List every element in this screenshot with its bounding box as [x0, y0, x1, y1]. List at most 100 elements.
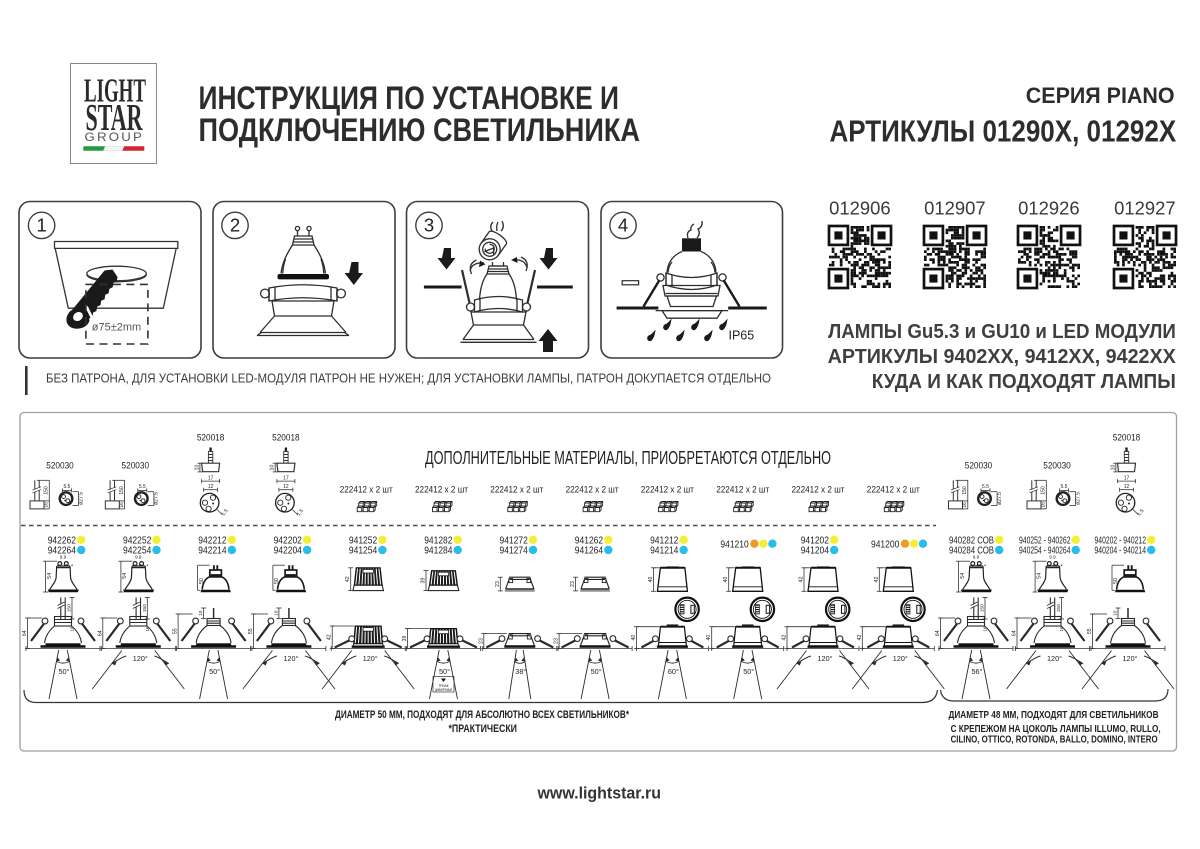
svg-text:10: 10	[194, 465, 200, 471]
svg-text:23: 23	[554, 638, 560, 644]
svg-text:42: 42	[327, 634, 333, 640]
svg-text:ДИММИРУЕМЫЙ: ДИММИРУЕМЫЙ	[435, 688, 452, 692]
svg-text:42: 42	[345, 576, 351, 582]
svg-text:ИНСТРУКЦИЯ ПО УСТАНОВКЕ И: ИНСТРУКЦИЯ ПО УСТАНОВКЕ И	[199, 80, 620, 116]
svg-text:120°: 120°	[1123, 654, 1138, 663]
svg-text:42: 42	[799, 577, 805, 583]
svg-text:ø27.5: ø27.5	[78, 492, 84, 505]
svg-text:54: 54	[960, 573, 966, 579]
svg-text:КУДА И КАК ПОДХОДЯТ ЛАМПЫ: КУДА И КАК ПОДХОДЯТ ЛАМПЫ	[872, 370, 1176, 393]
svg-text:17: 17	[283, 476, 289, 482]
svg-text:23: 23	[495, 581, 501, 587]
svg-text:222412 x 2 шт: 222412 x 2 шт	[415, 484, 469, 495]
svg-text:IP65: IP65	[729, 329, 755, 343]
svg-text:LIGHT: LIGHT	[84, 73, 146, 110]
svg-text:9.9: 9.9	[973, 555, 980, 560]
svg-text:942254: 942254	[123, 545, 151, 557]
svg-text:222412 x 2 шт: 222412 x 2 шт	[490, 484, 544, 495]
svg-text:10: 10	[1113, 610, 1119, 616]
svg-text:012926: 012926	[1018, 199, 1079, 219]
svg-text:ЛАМПЫ Gu5.3 и GU10 и LED МОДУЛ: ЛАМПЫ Gu5.3 и GU10 и LED МОДУЛИ	[828, 320, 1176, 343]
svg-text:38°: 38°	[515, 667, 526, 676]
svg-text:941210: 941210	[720, 538, 748, 550]
svg-text:*ПРАКТИЧЕСКИ: *ПРАКТИЧЕСКИ	[449, 723, 518, 735]
svg-text:ТРИАК: ТРИАК	[439, 684, 450, 688]
svg-text:64: 64	[1012, 630, 1018, 636]
svg-text:55: 55	[248, 628, 254, 634]
svg-text:150: 150	[67, 604, 73, 612]
svg-text:АРТИКУЛЫ 01290X, 01292X: АРТИКУЛЫ 01290X, 01292X	[830, 114, 1177, 149]
svg-text:54: 54	[1036, 573, 1042, 579]
svg-text:ДОПОЛНИТЕЛЬНЫЕ МАТЕРИАЛЫ, ПРИО: ДОПОЛНИТЕЛЬНЫЕ МАТЕРИАЛЫ, ПРИОБРЕТАЮТСЯ …	[425, 447, 831, 468]
svg-text:9.9: 9.9	[1049, 555, 1056, 560]
svg-text:16: 16	[983, 626, 989, 632]
svg-text:520018: 520018	[1113, 433, 1141, 444]
svg-text:10: 10	[270, 465, 276, 471]
svg-text:120°: 120°	[363, 654, 378, 663]
svg-text:222412 x 2 шт: 222412 x 2 шт	[792, 484, 846, 495]
svg-text:БЕЗ ПАТРОНА, ДЛЯ УСТАНОВКИ LED: БЕЗ ПАТРОНА, ДЛЯ УСТАНОВКИ LED-МОДУЛЯ ПА…	[46, 372, 771, 386]
svg-text:941282: 941282	[424, 534, 452, 546]
svg-text:1.5: 1.5	[296, 508, 305, 517]
svg-text:23: 23	[570, 581, 576, 587]
svg-text:941202: 941202	[801, 534, 829, 546]
svg-text:1.5: 1.5	[221, 508, 230, 517]
svg-text:12: 12	[283, 484, 289, 490]
svg-text:940202 - 940212: 940202 - 940212	[1095, 534, 1147, 546]
svg-text:16: 16	[44, 502, 50, 508]
svg-text:520018: 520018	[197, 433, 225, 444]
svg-text:520030: 520030	[46, 461, 74, 472]
svg-text:222412 x 2 шт: 222412 x 2 шт	[716, 484, 770, 495]
svg-text:16: 16	[70, 626, 76, 632]
svg-text:941254: 941254	[349, 545, 377, 557]
svg-text:120°: 120°	[133, 654, 148, 663]
svg-text:941284: 941284	[424, 545, 452, 557]
svg-text:222412 x 2 шт: 222412 x 2 шт	[641, 484, 695, 495]
svg-text:1.5: 1.5	[1136, 508, 1145, 517]
svg-text:ДИАМЕТР 48 ММ, ПОДХОДЯТ ДЛЯ СВ: ДИАМЕТР 48 ММ, ПОДХОДЯТ ДЛЯ СВЕТИЛЬНИКОВ	[949, 709, 1159, 721]
svg-text:520030: 520030	[122, 461, 150, 472]
svg-text:5.5: 5.5	[139, 484, 146, 490]
svg-text:54: 54	[122, 573, 128, 579]
svg-text:23: 23	[478, 638, 484, 644]
svg-text:941252: 941252	[349, 534, 377, 546]
svg-text:ø27.5: ø27.5	[154, 492, 160, 505]
svg-text:150: 150	[44, 486, 50, 495]
svg-text:5.5: 5.5	[982, 484, 989, 490]
svg-text:940282 СОВ: 940282 СОВ	[949, 534, 994, 546]
svg-text:941262: 941262	[575, 534, 603, 546]
svg-text:10: 10	[273, 610, 279, 616]
svg-text:СЕРИЯ PIANO: СЕРИЯ PIANO	[1026, 83, 1175, 108]
svg-text:50°: 50°	[591, 667, 602, 676]
svg-text:50°: 50°	[439, 667, 450, 676]
svg-text:64: 64	[97, 630, 103, 636]
svg-text:942204: 942204	[274, 545, 302, 557]
svg-text:5.5: 5.5	[1061, 484, 1068, 490]
svg-text:941272: 941272	[500, 534, 528, 546]
svg-text:2: 2	[230, 215, 240, 236]
svg-text:56°: 56°	[972, 667, 983, 676]
svg-text:520030: 520030	[965, 461, 993, 472]
svg-text:150: 150	[962, 486, 968, 495]
svg-text:150: 150	[119, 486, 125, 495]
svg-text:150: 150	[142, 604, 148, 612]
svg-text:150: 150	[1056, 604, 1062, 612]
svg-text:3: 3	[424, 215, 434, 236]
svg-text:64: 64	[935, 630, 941, 636]
svg-text:1: 1	[36, 215, 46, 236]
svg-text:16: 16	[1041, 502, 1047, 508]
svg-text:941204: 941204	[801, 545, 829, 557]
svg-text:150: 150	[980, 604, 986, 612]
svg-text:941212: 941212	[650, 534, 678, 546]
svg-text:50°: 50°	[209, 667, 220, 676]
svg-text:940252 - 940262: 940252 - 940262	[1019, 534, 1071, 546]
svg-text:60°: 60°	[668, 667, 679, 676]
svg-text:12: 12	[1124, 484, 1130, 490]
svg-text:10: 10	[1110, 465, 1116, 471]
svg-text:50: 50	[1113, 578, 1119, 584]
svg-text:ПОДКЛЮЧЕНИЮ СВЕТИЛЬНИКА: ПОДКЛЮЧЕНИЮ СВЕТИЛЬНИКА	[199, 112, 641, 148]
svg-text:42: 42	[874, 577, 880, 583]
svg-text:120°: 120°	[893, 654, 908, 663]
svg-text:54: 54	[47, 573, 53, 579]
svg-text:942262: 942262	[48, 534, 76, 546]
